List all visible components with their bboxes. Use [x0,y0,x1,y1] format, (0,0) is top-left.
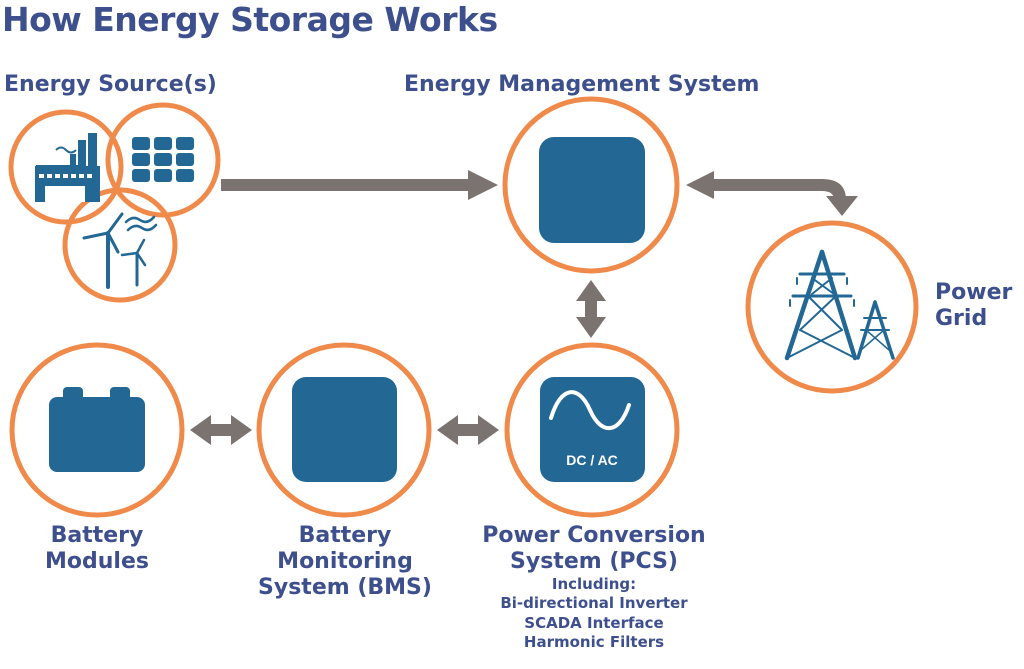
bms-square-icon [292,377,397,482]
sine-wave-icon [549,390,631,431]
pcs-detail-1: Bi-directional Inverter [500,594,688,613]
bms-node [256,342,432,518]
power-grid-label-line1: Power [935,280,1013,305]
transmission-tower-icon [784,249,895,361]
ems-label: Energy Management System [404,72,760,97]
pcs-node: DC / AC [504,342,680,518]
arrow-ems-to-pcs [576,280,606,338]
wind-turbine-icon [82,212,158,289]
pcs-label-line2: System (PCS) [510,548,678,574]
battery-modules-label-line2: Modules [45,548,149,574]
power-grid-label: Power Grid [935,280,1012,332]
pcs-label: Power Conversion System (PCS) Including:… [464,523,724,653]
bms-label-line3: System (BMS) [258,574,432,600]
solar-panel-icon [132,137,194,182]
arrow-bms-to-battery [190,415,252,445]
energy-sources-node [8,102,221,303]
energy-sources-label: Energy Source(s) [4,72,217,97]
bms-label-line1: Battery [298,523,392,548]
pcs-detail-2: SCADA Interface [524,613,664,632]
pcs-detail-0: Including: [551,574,637,593]
power-grid-label-line2: Grid [935,305,988,331]
page-title: How Energy Storage Works [2,0,498,39]
power-grid-node [745,220,919,394]
bms-label: Battery Monitoring System (BMS) [240,523,450,601]
battery-modules-node [9,342,185,518]
arrow-pcs-to-bms [437,415,499,445]
battery-modules-label: Battery Modules [22,523,172,575]
bms-label-line2: Monitoring [277,548,413,574]
ems-node [502,96,680,274]
dc-ac-text: DC / AC [566,452,618,468]
power-grid-ring [745,220,919,394]
battery-modules-label-line1: Battery [50,523,144,548]
arrow-ems-to-grid [686,171,858,216]
pcs-label-line1: Power Conversion [482,523,706,548]
pcs-detail-3: Harmonic Filters [523,633,665,652]
battery-icon [49,387,145,472]
factory-icon [35,133,100,202]
arrow-sources-to-ems [221,170,498,200]
wind-ring [62,187,178,303]
ems-square-icon [539,137,645,243]
pcs-square [540,377,645,482]
solar-ring [105,102,221,218]
arrows [190,170,858,445]
